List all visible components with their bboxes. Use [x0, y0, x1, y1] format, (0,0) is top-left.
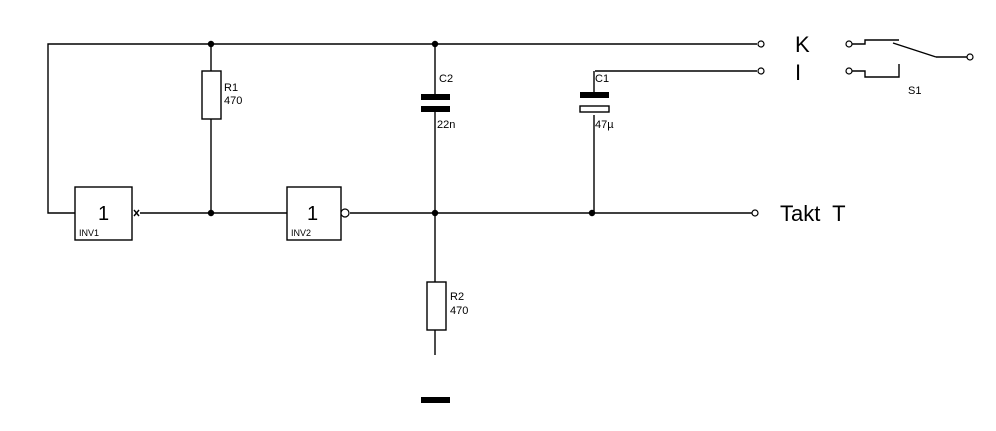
r1-name: R1 [224, 82, 238, 94]
ground-symbol [421, 397, 450, 403]
capacitor-c2: C2 22n [421, 73, 455, 131]
inverter-inv1: 1 INV1 [74, 186, 140, 241]
inv2-name: INV2 [291, 228, 311, 238]
inverter-inv2: 1 INV2 [286, 186, 350, 241]
resistor-r1: R1 470 [201, 70, 242, 120]
terminal-takt [751, 209, 759, 217]
c2-value: 22n [437, 119, 455, 131]
inv1-name: INV1 [79, 228, 99, 238]
switch-s1: S1 [845, 39, 974, 97]
r2-value: 470 [450, 305, 468, 317]
junction-nodes [207, 40, 596, 217]
inv2-negation-bubble [340, 208, 350, 218]
terminal-takt-label: Takt T [780, 201, 846, 226]
terminal-k-label: K [795, 32, 810, 57]
r2-name: R2 [450, 291, 464, 303]
inv2-symbol: 1 [307, 203, 318, 225]
terminal-i-label: I [795, 60, 801, 85]
resistor-r2: R2 470 [426, 281, 468, 331]
r1-value: 470 [224, 95, 242, 107]
inv1-symbol: 1 [98, 203, 109, 225]
terminal-i [757, 67, 765, 75]
c2-name: C2 [439, 73, 453, 85]
s1-name: S1 [908, 85, 921, 97]
c1-value: 47µ [595, 119, 614, 131]
c1-name: C1 [595, 73, 609, 85]
signal-wires [140, 44, 752, 355]
terminal-k [757, 40, 765, 48]
capacitor-c1: C1 47µ [579, 73, 614, 131]
top-rail-wire [47, 43, 757, 214]
